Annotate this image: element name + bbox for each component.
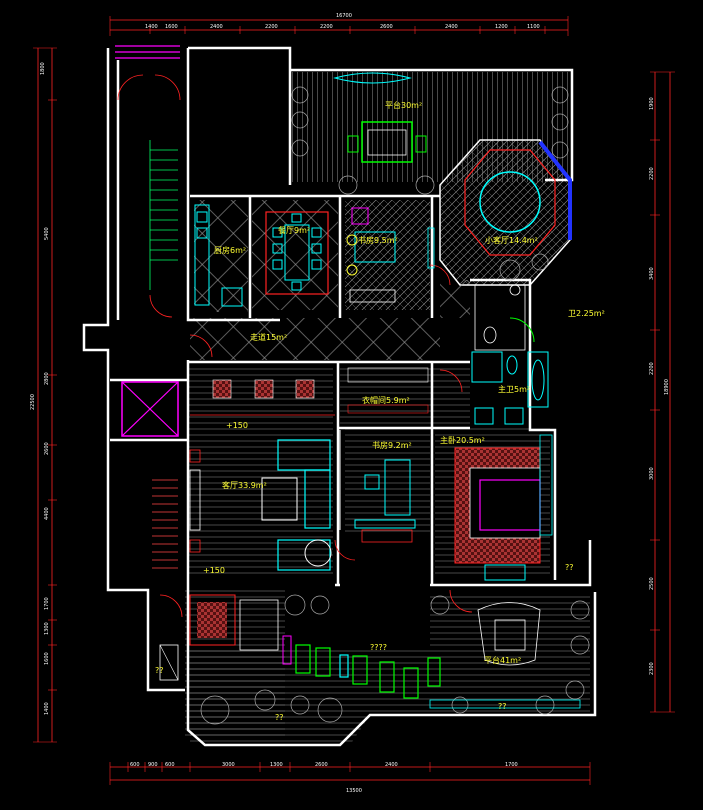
small-bath-door <box>509 317 535 343</box>
dim-right-1: 1900 <box>649 97 655 110</box>
corridor-floor <box>190 280 470 360</box>
closet-rail <box>347 367 429 414</box>
label-study: 书房9.2m² <box>372 440 412 450</box>
dim-bottom-8: 1700 <box>505 762 518 768</box>
dim-bottom-4: 3000 <box>222 762 235 768</box>
dim-right-7: 2300 <box>649 662 655 675</box>
dim-top-2: 1600 <box>165 24 178 30</box>
dim-left-5: 4400 <box>44 507 50 520</box>
label-small-hall: 小客厅14.4m² <box>485 235 538 245</box>
label-kitchen: 厨房6m² <box>214 245 246 255</box>
label-corridor: 走道15m² <box>250 332 287 342</box>
closet-floor <box>340 365 470 425</box>
stairs-top <box>149 140 178 290</box>
dim-bottom-7: 2400 <box>385 762 398 768</box>
terrace-table <box>347 121 427 163</box>
dim-top-3: 2400 <box>210 24 223 30</box>
dim-left-6: 1700 <box>44 597 50 610</box>
label-closet: 衣帽间5.9m² <box>362 395 410 405</box>
dim-right-2: 2200 <box>649 167 655 180</box>
dim-bottom-3: 600 <box>165 762 175 768</box>
door-swings <box>117 74 473 618</box>
corridor-decor <box>212 379 315 399</box>
dim-left-7: 1300 <box>44 622 50 635</box>
dim-bottom-total: 13500 <box>346 788 362 794</box>
kitchen-floor <box>194 200 248 312</box>
small-bath-fixtures <box>474 284 526 351</box>
dim-bottom-5: 1300 <box>270 762 283 768</box>
dim-bottom-6: 2600 <box>315 762 328 768</box>
door-accents <box>115 45 180 437</box>
mark-q1: ?? <box>155 666 164 675</box>
dim-top-9: 1100 <box>527 24 540 30</box>
dimension-top: 16700 1400 1600 2400 2200 2200 2600 2400… <box>109 13 569 36</box>
dim-top-total: 16700 <box>336 13 352 19</box>
terrace-loungers <box>295 644 441 699</box>
stairs-bottom <box>152 479 178 569</box>
dim-top-1: 1400 <box>145 24 158 30</box>
label-main-bath: 主卫5m² <box>498 384 530 394</box>
plants <box>200 86 590 725</box>
dim-left-1: 1800 <box>40 62 46 75</box>
study-top-floor <box>345 200 430 310</box>
dimension-bottom: 600 900 600 3000 1300 2600 2400 1700 135… <box>109 762 591 794</box>
walls <box>82 46 597 747</box>
study-furniture <box>339 430 416 530</box>
dim-right-total: 18900 <box>664 379 670 395</box>
dim-left-9: 1400 <box>44 702 50 715</box>
label-master-bed: 主卧20.5m² <box>440 435 485 445</box>
dining-set <box>265 211 329 295</box>
dim-left-4: 2600 <box>44 442 50 455</box>
dim-top-6: 2600 <box>380 24 393 30</box>
dim-top-4: 2200 <box>265 24 278 30</box>
main-bath-fixtures <box>471 351 549 425</box>
label-living: 客厅33.9m² <box>222 480 267 490</box>
dim-top-5: 2200 <box>320 24 333 30</box>
terrace-boat-planter <box>333 72 412 84</box>
terrace-bottom-floor <box>190 592 590 745</box>
dim-left-total: 22500 <box>30 394 36 410</box>
label-terrace-top: 平台30m² <box>385 100 422 110</box>
dim-bottom-1: 600 <box>130 762 140 768</box>
dim-right-3: 3400 <box>649 267 655 280</box>
mark-q4: ???? <box>370 643 387 652</box>
annotation-marks: +150 +150 ?? ?? ?? ???? ?? <box>155 421 574 722</box>
mark-q5: ?? <box>498 702 507 711</box>
dim-top-8: 1200 <box>495 24 508 30</box>
label-bath-small: 卫2.25m² <box>568 309 605 318</box>
study-shelf <box>361 529 413 543</box>
living-furniture <box>189 439 332 571</box>
dim-right-4: 2200 <box>649 362 655 375</box>
dimension-left: 1800 5400 2800 2600 4400 1700 1300 1600 … <box>30 47 57 743</box>
mark-q2: ?? <box>275 713 284 722</box>
dim-left-8: 1600 <box>44 652 50 665</box>
label-terrace-bottom: 平台41m² <box>484 655 521 665</box>
dim-left-2: 5400 <box>44 227 50 240</box>
master-bed <box>454 434 553 581</box>
dim-right-6: 2500 <box>649 577 655 590</box>
elevation-mark-2: +150 <box>203 566 225 575</box>
kitchen-counters <box>194 204 243 307</box>
room-labels: 平台30m² 厨房6m² 餐厅9m² 书房9.5m² 小客厅14.4m² 走道1… <box>214 100 605 665</box>
label-dining: 餐厅9m² <box>278 226 310 235</box>
mark-q3: ?? <box>565 563 574 572</box>
dim-left-3: 2800 <box>44 372 50 385</box>
elevation-mark-1: +150 <box>226 421 248 430</box>
label-study-top: 书房9.5m² <box>358 235 398 245</box>
small-hall-table <box>464 140 572 256</box>
terrace-seating <box>477 602 541 666</box>
dim-right-5: 3000 <box>649 467 655 480</box>
study-top-furniture <box>346 207 435 303</box>
patio-left-decor <box>159 594 292 681</box>
terrace-bottom-edge <box>429 699 581 709</box>
dimension-right: 1900 2200 3400 2200 3000 2500 2300 18900 <box>649 71 675 713</box>
dim-bottom-2: 900 <box>148 762 158 768</box>
dim-top-7: 2400 <box>445 24 458 30</box>
